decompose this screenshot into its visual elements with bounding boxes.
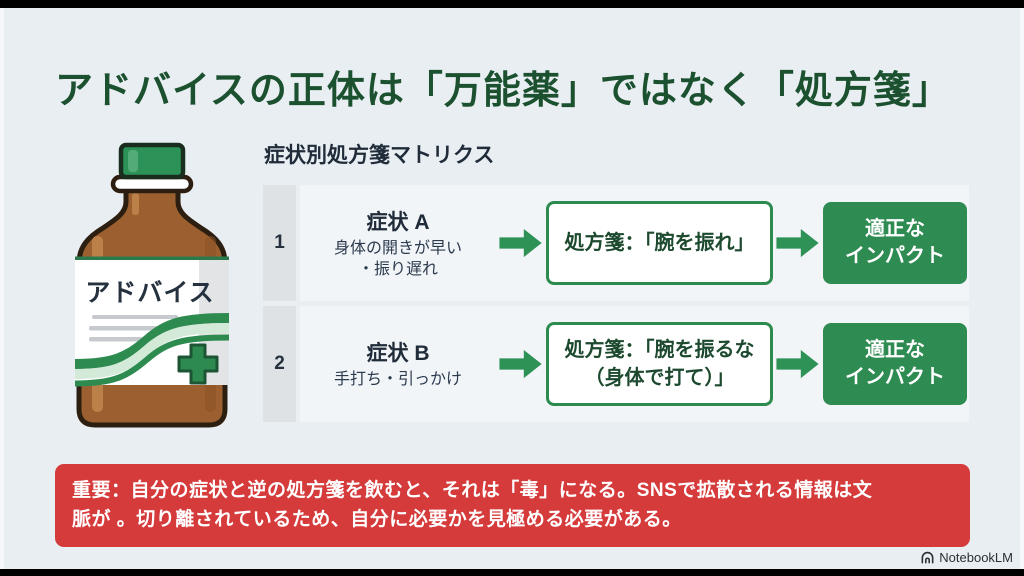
symptom-cell: 症状 A 身体の開きが早い ・振り遅れ	[300, 206, 496, 281]
row-body: 症状 B 手打ち・引っかけ 処方箋：「腕を振るな （身体で打て）」	[300, 306, 969, 422]
result-line: 適正な	[865, 218, 925, 240]
watermark-label: NotebookLM	[939, 550, 1013, 565]
notebooklm-logo-icon	[921, 551, 934, 564]
bottle-label-top-stripe	[75, 256, 229, 260]
bottle-label-text: アドバイス	[85, 279, 214, 307]
warning-line: 脈が 。切り離されているため、自分に必要かを見極める必要がある。	[72, 509, 682, 531]
medicine-bottle-illustration: アドバイス	[74, 142, 230, 428]
bottle-neck-highlight	[132, 193, 139, 215]
arrow-right-icon	[776, 349, 819, 379]
symptom-desc: 身体の開きが早い ・振り遅れ	[300, 239, 496, 281]
prescription-line: （身体で打て）」	[584, 367, 735, 389]
symptom-desc-line: 身体の開きが早い	[333, 239, 462, 257]
label-wave-dark-bottom	[74, 334, 230, 387]
slide-background: アドバイスの正体は「万能薬」ではなく「処方箋」 アドバイス 症状別処方箋マトリク	[0, 8, 1024, 569]
matrix-row-2: 2 症状 B 手打ち・引っかけ 処方箋：「腕を振るな （身体で打	[263, 306, 969, 422]
result-line: インパクト	[845, 366, 945, 388]
result-box: 適正な インパクト	[823, 323, 967, 405]
arrow-right-icon	[499, 228, 542, 258]
bottle-cap-highlight	[128, 150, 138, 172]
arrow-right-icon	[776, 228, 819, 258]
row-body: 症状 A 身体の開きが早い ・振り遅れ 処方箋：「腕を振れ」	[300, 185, 969, 301]
prescription-box: 処方箋：「腕を振るな （身体で打て）」	[546, 322, 773, 406]
result-line: 適正な	[865, 339, 925, 361]
label-wave-dark-top	[74, 313, 230, 369]
arrow-right-icon	[499, 349, 542, 379]
symptom-matrix: 1 症状 A 身体の開きが早い ・振り遅れ 処方箋：「腕を振れ」	[263, 185, 969, 427]
matrix-row-1: 1 症状 A 身体の開きが早い ・振り遅れ 処方箋：「腕を振れ」	[263, 185, 969, 301]
label-line-1	[92, 315, 178, 319]
watermark: NotebookLM	[920, 550, 1013, 565]
result-line: インパクト	[845, 245, 945, 267]
page-title: アドバイスの正体は「万能薬」ではなく「処方箋」	[55, 70, 951, 113]
result-box: 適正な インパクト	[823, 202, 967, 284]
symptom-title: 症状 B	[366, 342, 430, 366]
label-line-3	[89, 337, 151, 342]
cross-icon	[177, 343, 219, 385]
prescription-box: 処方箋：「腕を振れ」	[546, 201, 773, 285]
row-number: 1	[263, 185, 296, 301]
symptom-desc-line: 手打ち・引っかけ	[333, 371, 462, 389]
matrix-heading: 症状別処方箋マトリクス	[264, 144, 495, 167]
row-number: 2	[263, 306, 296, 422]
symptom-desc: 手打ち・引っかけ	[300, 370, 496, 391]
symptom-cell: 症状 B 手打ち・引っかけ	[300, 337, 496, 391]
prescription-line: 処方箋：「腕を振れ」	[564, 232, 755, 254]
warning-line: 重要：自分の症状と逆の処方箋を飲むと、それは「毒」になる。SNSで拡散される情報…	[72, 480, 873, 501]
label-wave-light	[74, 323, 230, 379]
prescription-line: 処方箋：「腕を振るな	[564, 339, 755, 361]
label-line-2	[89, 326, 171, 331]
symptom-desc-line: ・振り遅れ	[357, 260, 438, 278]
warning-banner: 重要：自分の症状と逆の処方箋を飲むと、それは「毒」になる。SNSで拡散される情報…	[55, 464, 970, 547]
symptom-title: 症状 A	[366, 210, 430, 234]
